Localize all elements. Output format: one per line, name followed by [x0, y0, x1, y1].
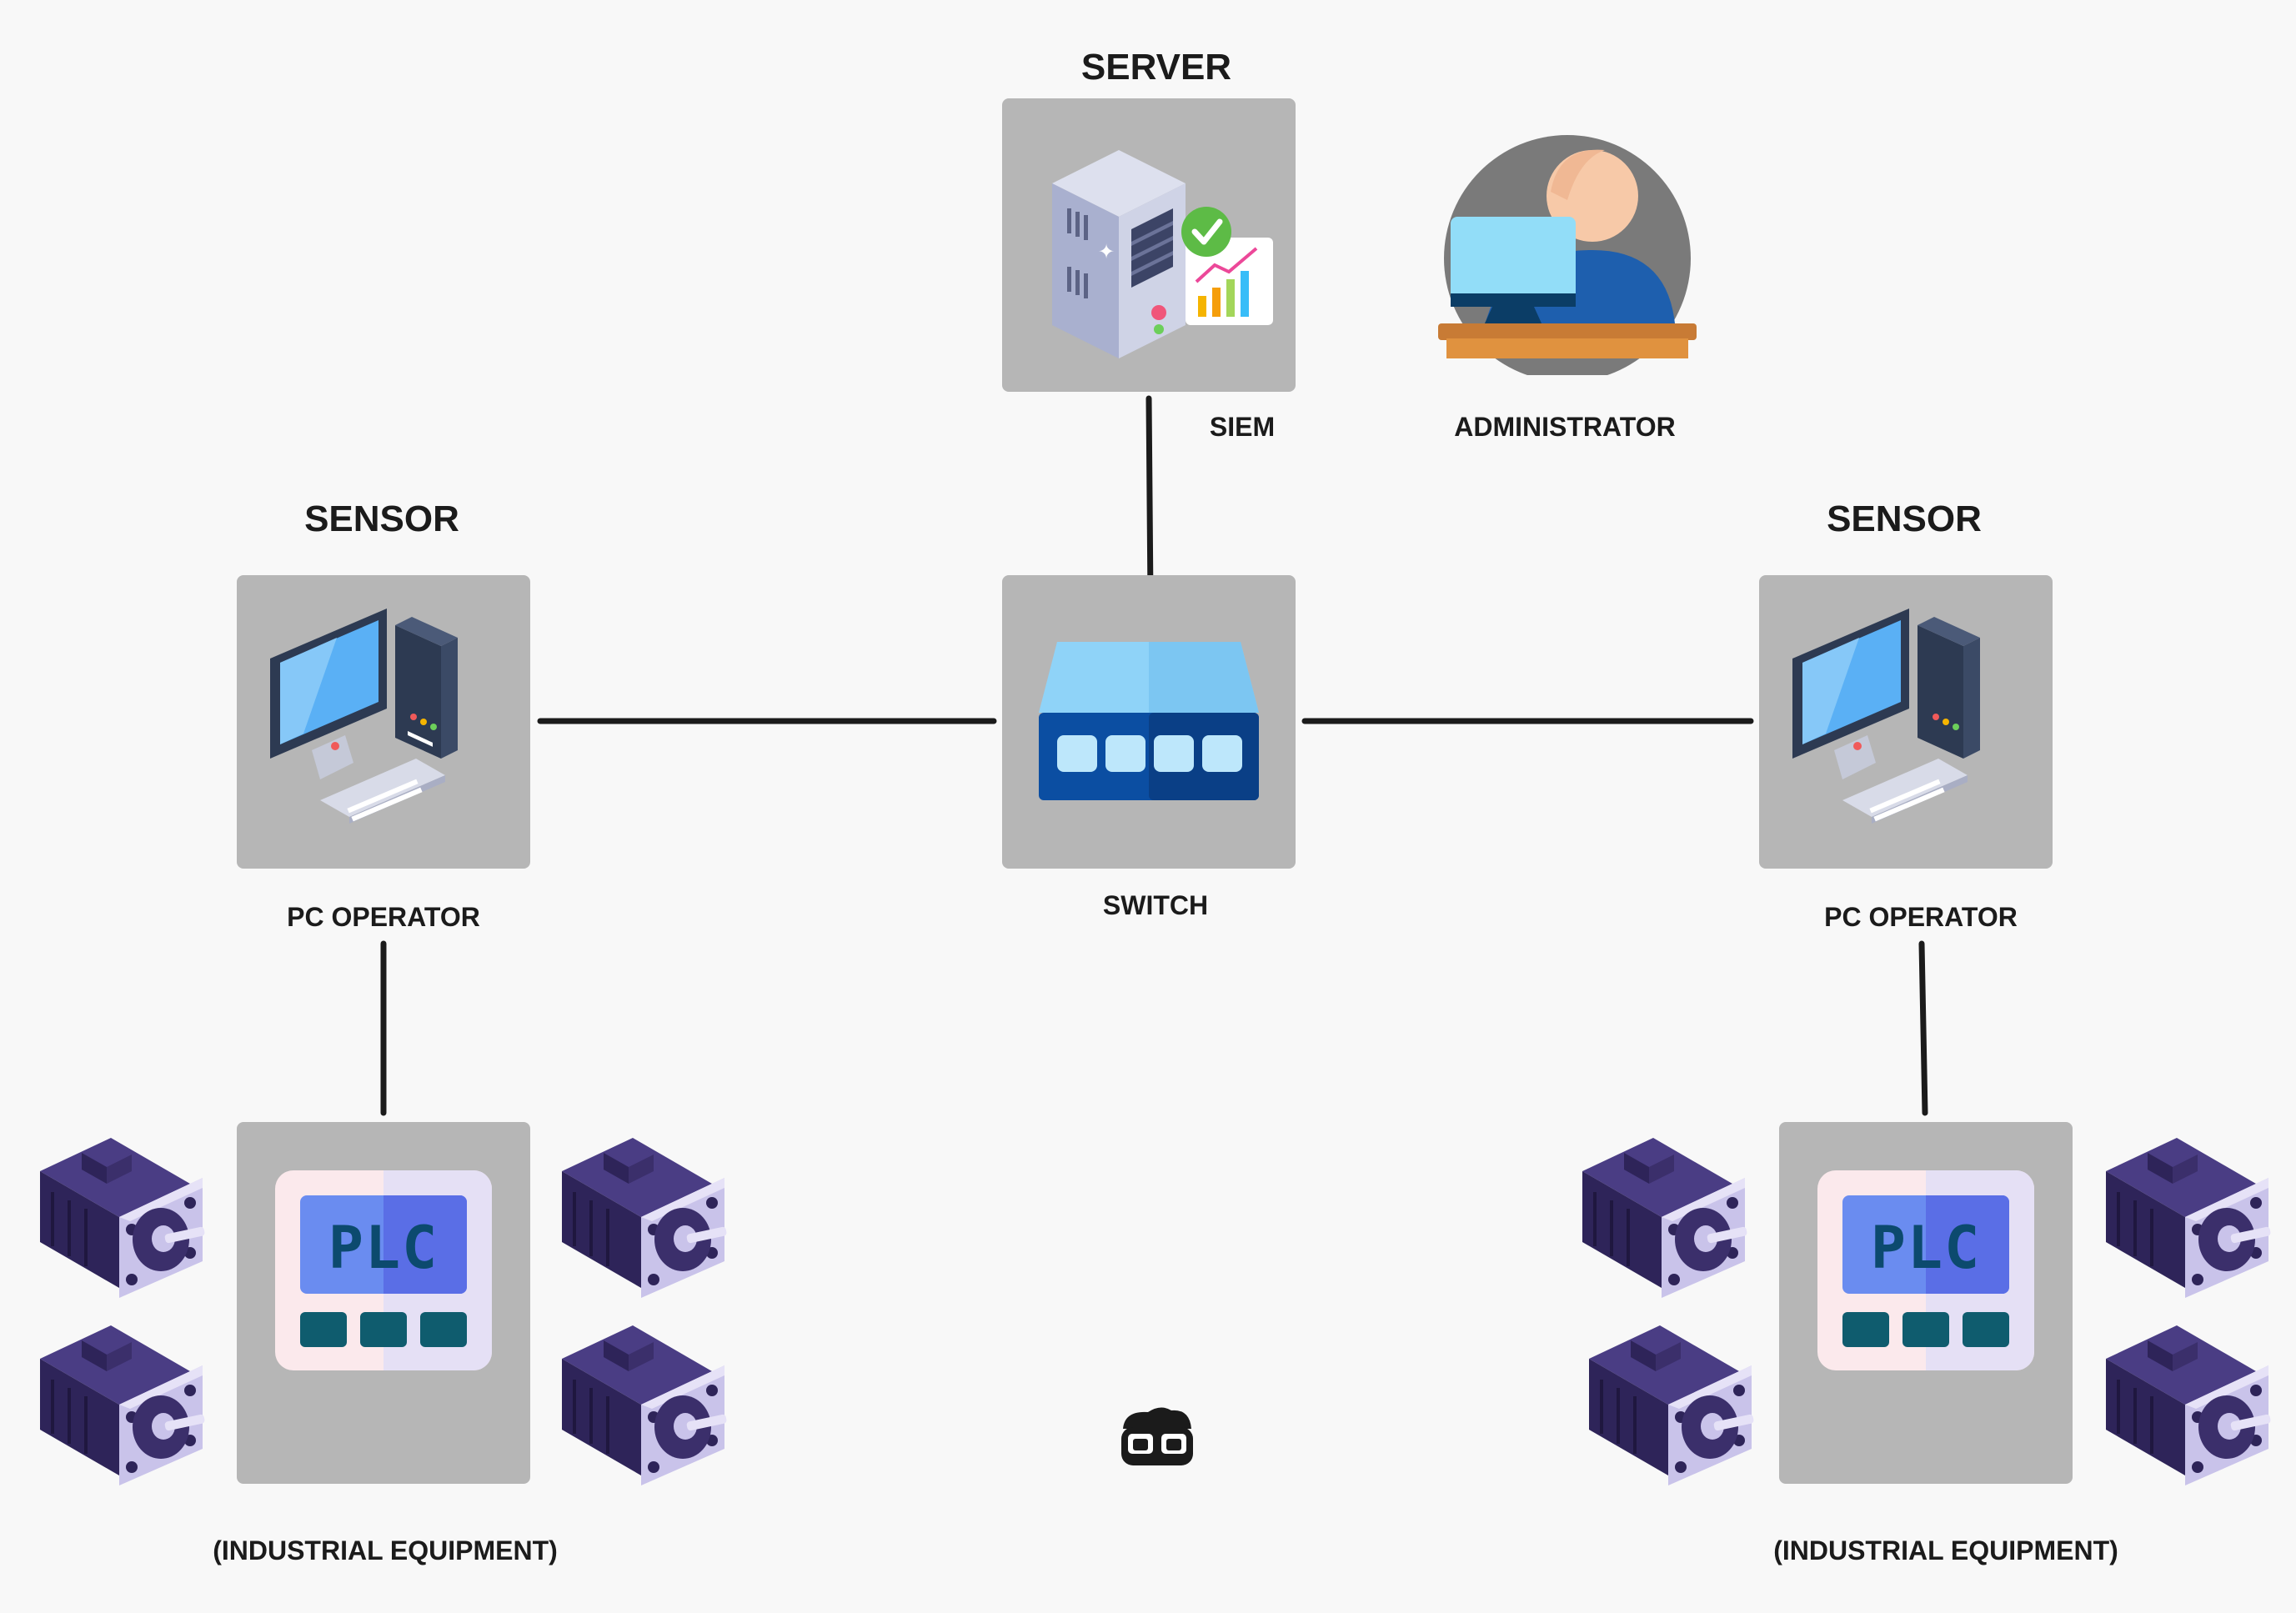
server-node[interactable]: ✦ [1002, 98, 1296, 392]
plc-screen-text: PLC [328, 1214, 439, 1282]
pc-operator-left-node[interactable] [237, 575, 530, 869]
plc-icon: PLC [1817, 1170, 2034, 1370]
server-icon: ✦ [1052, 150, 1273, 358]
logo-icon [1121, 1407, 1193, 1465]
link-pc-right-plc [1918, 940, 1928, 1116]
plc-icon: PLC [275, 1170, 492, 1370]
administrator-label: ADMINISTRATOR [1454, 412, 1676, 442]
motor-icon [2098, 1309, 2281, 1492]
pc-operator-right-node[interactable] [1759, 575, 2053, 869]
plc-right-node[interactable]: PLC [1779, 1122, 2073, 1484]
motor-icon [32, 1121, 215, 1305]
svg-text:✦: ✦ [1098, 241, 1115, 263]
switch-icon [1039, 642, 1259, 800]
pc-operator-right-label: PC OPERATOR [1824, 902, 2018, 932]
motor-icon [32, 1309, 215, 1492]
motor-icon [554, 1309, 737, 1492]
sensor-left-title: SENSOR [304, 498, 459, 539]
industrial-equipment-right-label: (INDUSTRIAL EQUIPMENT) [1773, 1535, 2118, 1565]
switch-node[interactable] [1002, 575, 1296, 869]
pc-icon [1792, 609, 1980, 824]
pc-operator-left-label: PC OPERATOR [287, 902, 480, 932]
motor-icon [1574, 1121, 1757, 1305]
plc-left-node[interactable]: PLC [237, 1122, 530, 1484]
switch-label: SWITCH [1102, 890, 1209, 920]
pc-icon [270, 609, 458, 824]
server-title: SERVER [1080, 47, 1232, 88]
motor-icon [554, 1121, 737, 1305]
motor-icon [2098, 1121, 2281, 1305]
plc-screen-text: PLC [1870, 1214, 1982, 1282]
administrator-icon[interactable] [1434, 133, 1701, 375]
sensor-right-title: SENSOR [1827, 498, 1982, 539]
link-server-switch [1145, 395, 1154, 604]
industrial-equipment-left-label: (INDUSTRIAL EQUIPMENT) [213, 1535, 558, 1565]
motor-icon [1581, 1309, 1764, 1492]
siem-label: SIEM [1209, 412, 1276, 442]
